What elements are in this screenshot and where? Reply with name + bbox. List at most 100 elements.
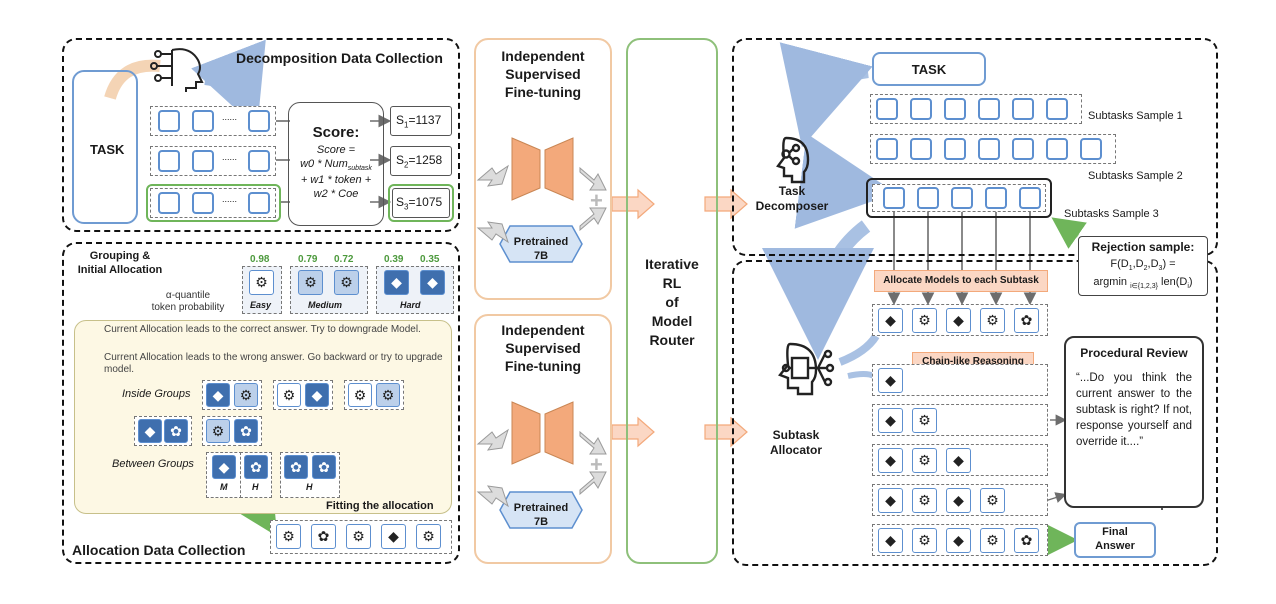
openai-icon: ✿ (312, 455, 336, 479)
between-groups-label: Between Groups (112, 458, 194, 470)
sft-top-3: Fine-tuning (504, 84, 582, 100)
s-post: =1137 (408, 113, 442, 127)
model-icon: ⚙ (912, 528, 937, 553)
fitting-label: Fitting the allocation (326, 500, 434, 512)
whale-icon: ◆ (420, 270, 445, 295)
ellipsis: ...... (222, 152, 238, 162)
decomposer-head-icon (776, 136, 810, 184)
subtask-square (978, 138, 1000, 160)
rej-d: ) (1188, 276, 1193, 288)
rej-s1: 1 (1128, 265, 1133, 273)
whale-icon: ◆ (212, 455, 236, 479)
sample-1-label: Subtasks Sample 1 (1088, 110, 1183, 122)
subtask-square (192, 110, 214, 132)
model-icon: ⚙ (234, 383, 258, 407)
score-title: Score: (312, 124, 360, 141)
subtask-square (978, 98, 1000, 120)
review-box (1064, 336, 1204, 508)
prob-medium-2: 0.72 (334, 254, 354, 265)
ai-head-icon (150, 48, 204, 92)
sample-3-label: Subtasks Sample 3 (1064, 208, 1159, 220)
sft-bottom-2: Supervised (505, 340, 581, 356)
subtask-square (192, 192, 214, 214)
rejection-title: Rejection sample: (1091, 240, 1195, 254)
score-formula-4: w2 * Coe (313, 188, 359, 200)
decomposer-label-2: Decomposer (755, 199, 829, 213)
sft-top-1: Independent (501, 48, 585, 64)
subtask-square (248, 150, 270, 172)
s-post: =1075 (408, 195, 443, 209)
rej-s3: 3 (1158, 265, 1163, 273)
subtask-square (917, 187, 939, 209)
subtask-square (248, 110, 270, 132)
model-icon: ⚙ (912, 448, 937, 473)
prob-hard-1: 0.39 (384, 254, 404, 265)
pretrained-bottom-1: Pretrained (513, 502, 569, 514)
alpha-label-1: α-quantile (165, 290, 211, 301)
between-label-h1: H (252, 482, 259, 492)
model-icon: ⚙ (980, 488, 1005, 513)
subtask-square (910, 138, 932, 160)
allocator-head-icon (778, 342, 835, 396)
subtask-square (944, 98, 966, 120)
allocate-label: Allocate Models to each Subtask (883, 275, 1039, 286)
model-icon: ⚙ (376, 383, 400, 407)
allocator-label-1: Subtask (772, 428, 820, 442)
rl-line-3: of (665, 294, 679, 310)
score-formula-2a: w0 * Num (300, 158, 348, 170)
subtask-square (248, 192, 270, 214)
pretrained-bottom-2: 7B (533, 516, 549, 528)
rl-panel (626, 38, 718, 564)
subtask-square (1046, 98, 1068, 120)
whale-icon: ◆ (878, 368, 903, 393)
review-title: Procedural Review (1080, 346, 1188, 360)
whale-icon: ◆ (305, 383, 329, 407)
model-icon: ⚙ (912, 488, 937, 513)
ellipsis: ...... (222, 194, 238, 204)
between-label-h2: H (306, 482, 313, 492)
score-formula-3: + w1 * token + (300, 174, 372, 186)
s-pre: S (396, 195, 405, 209)
chain-label: Chain-like Reasoning (922, 356, 1024, 367)
rej-a: F(D (1110, 258, 1129, 270)
s-pre: S (396, 113, 405, 127)
score-result-3 (388, 184, 454, 222)
s-sub: 1 (404, 120, 409, 130)
legend-red-text: Current Allocation leads to the wrong an… (104, 352, 443, 375)
subtask-square (1019, 187, 1041, 209)
sft-bottom-1: Independent (501, 322, 585, 338)
whale-icon: ◆ (381, 524, 406, 549)
right-task-box (872, 52, 986, 86)
rej-sub: i∈{1,2,3} (1130, 283, 1158, 291)
final-answer-1: Final (1102, 526, 1128, 538)
model-icon: ⚙ (249, 270, 274, 295)
group-hard-label: Hard (400, 300, 421, 310)
score-result-3-inner (392, 188, 450, 218)
whale-icon: ◆ (878, 308, 903, 333)
inside-groups-label: Inside Groups (122, 388, 191, 400)
whale-icon: ◆ (878, 448, 903, 473)
whale-icon: ◆ (384, 270, 409, 295)
openai-icon: ✿ (1014, 308, 1039, 333)
subtask-square (876, 98, 898, 120)
subtask-square (1080, 138, 1102, 160)
rej-b: argmin (1093, 276, 1131, 288)
whale-icon: ◆ (878, 488, 903, 513)
subtask-square (158, 192, 180, 214)
subtask-square (192, 150, 214, 172)
ellipsis: ...... (222, 112, 238, 122)
review-text: “...Do you think the current answer to t… (1076, 372, 1192, 448)
rejection-formula-2: argmin i∈{1,2,3} len(Di) (1078, 276, 1208, 290)
openai-icon: ✿ (244, 455, 268, 479)
openai-icon: ✿ (1014, 528, 1039, 553)
rej-end: ) = (1162, 258, 1176, 270)
allocation-panel (62, 242, 460, 564)
allocate-banner (874, 270, 1048, 292)
whale-icon: ◆ (946, 528, 971, 553)
model-icon: ⚙ (980, 528, 1005, 553)
subtask-square (876, 138, 898, 160)
final-answer-box (1074, 522, 1156, 558)
rl-line-5: Router (649, 332, 695, 348)
whale-icon: ◆ (878, 528, 903, 553)
